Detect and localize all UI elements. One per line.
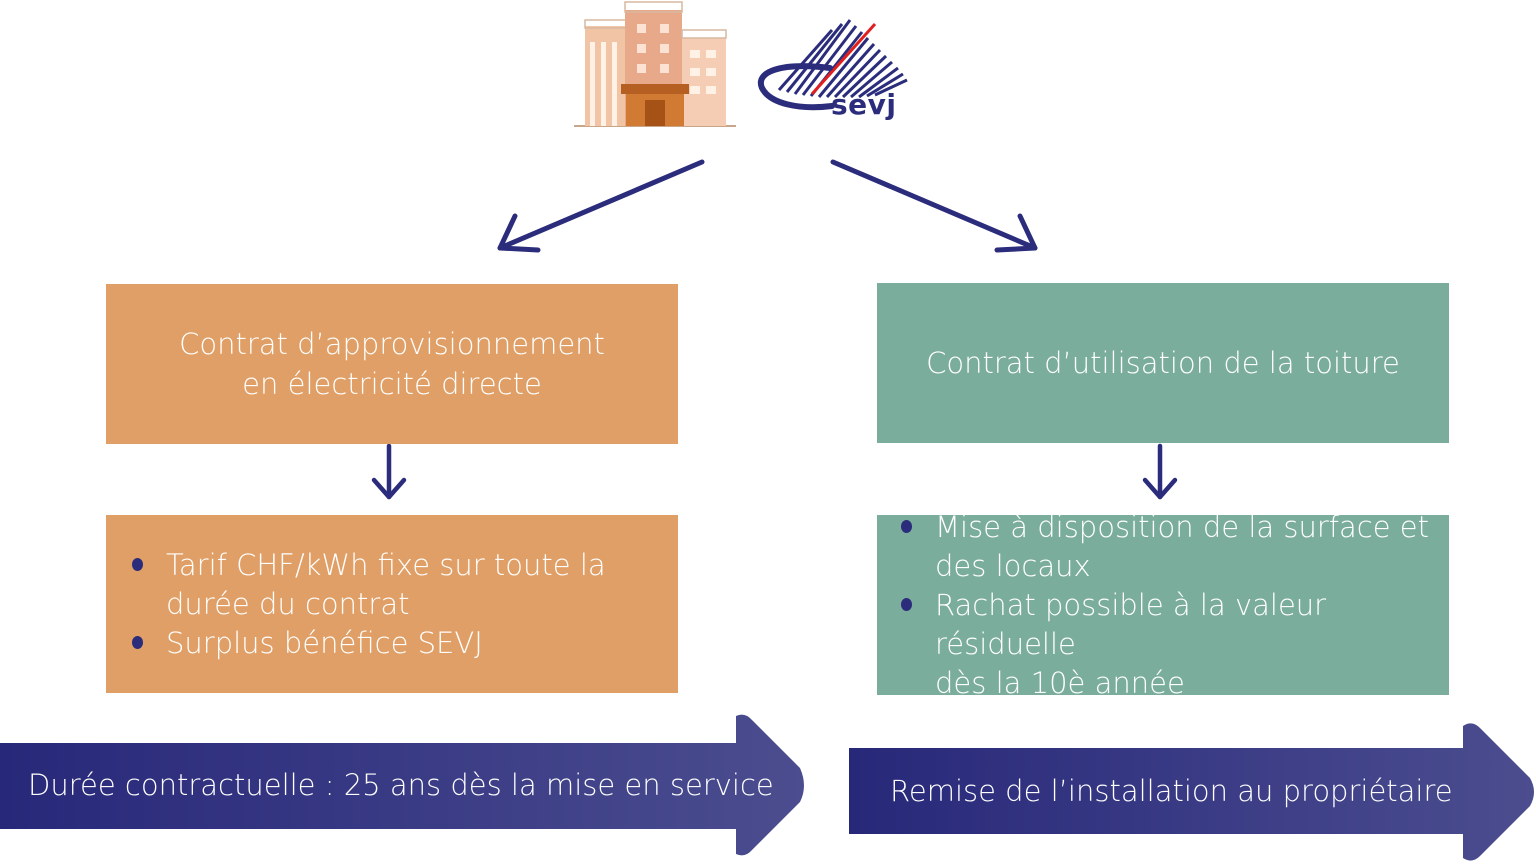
- supply-contract-box: Contrat d’approvisionnement en électrici…: [106, 284, 678, 444]
- arrow-down-supply: [371, 443, 407, 500]
- roof-details-box: Mise à disposition de la surface et des …: [877, 510, 1449, 700]
- roof-contract-title: Contrat d’utilisation de la toiture: [926, 346, 1400, 380]
- list-item-line: durée du contrat: [166, 586, 410, 621]
- list-item-line: Tarif CHF/kWh fixe sur toute la: [166, 547, 606, 582]
- roof-contract-box: Contrat d’utilisation de la toiture: [877, 283, 1449, 443]
- roof-details-list: Mise à disposition de la surface et des …: [901, 508, 1449, 703]
- duration-banner-text: Durée contractuelle : 25 ans dès la mise…: [28, 768, 774, 802]
- arrow-down-roof: [1142, 443, 1178, 500]
- supply-contract-title-line2: en électricité directe: [242, 367, 542, 401]
- list-item: Tarif CHF/kWh fixe sur toute la durée du…: [132, 546, 606, 624]
- supply-details-list: Tarif CHF/kWh fixe sur toute la durée du…: [132, 546, 606, 663]
- list-item: Mise à disposition de la surface et des …: [901, 508, 1449, 586]
- building-icon: [574, 1, 736, 127]
- arrow-to-supply-contract: [497, 159, 705, 253]
- list-item-line: dès la 10è année: [935, 665, 1185, 700]
- list-item: Surplus bénéfice SEVJ: [132, 624, 606, 663]
- supply-details-box: Tarif CHF/kWh fixe sur toute la durée du…: [106, 515, 678, 693]
- arrow-to-roof-contract: [830, 159, 1038, 253]
- list-item-line: Rachat possible à la valeur résiduelle: [935, 587, 1327, 661]
- list-item-line: Mise à disposition de la surface et: [935, 509, 1430, 544]
- list-item-line: Surplus bénéfice SEVJ: [166, 625, 483, 660]
- sevj-logo-text: sevj: [831, 88, 897, 121]
- duration-banner-arrow: [0, 714, 804, 856]
- sevj-logo-icon: [757, 19, 908, 111]
- handover-banner-arrow: [849, 723, 1534, 861]
- list-item: Rachat possible à la valeur résiduelle d…: [901, 586, 1449, 703]
- supply-contract-title-line1: Contrat d’approvisionnement: [179, 327, 605, 361]
- list-item-line: des locaux: [935, 548, 1091, 583]
- handover-banner-text: Remise de l’installation au propriétaire: [890, 774, 1453, 808]
- supply-contract-title: Contrat d’approvisionnement en électrici…: [179, 324, 605, 404]
